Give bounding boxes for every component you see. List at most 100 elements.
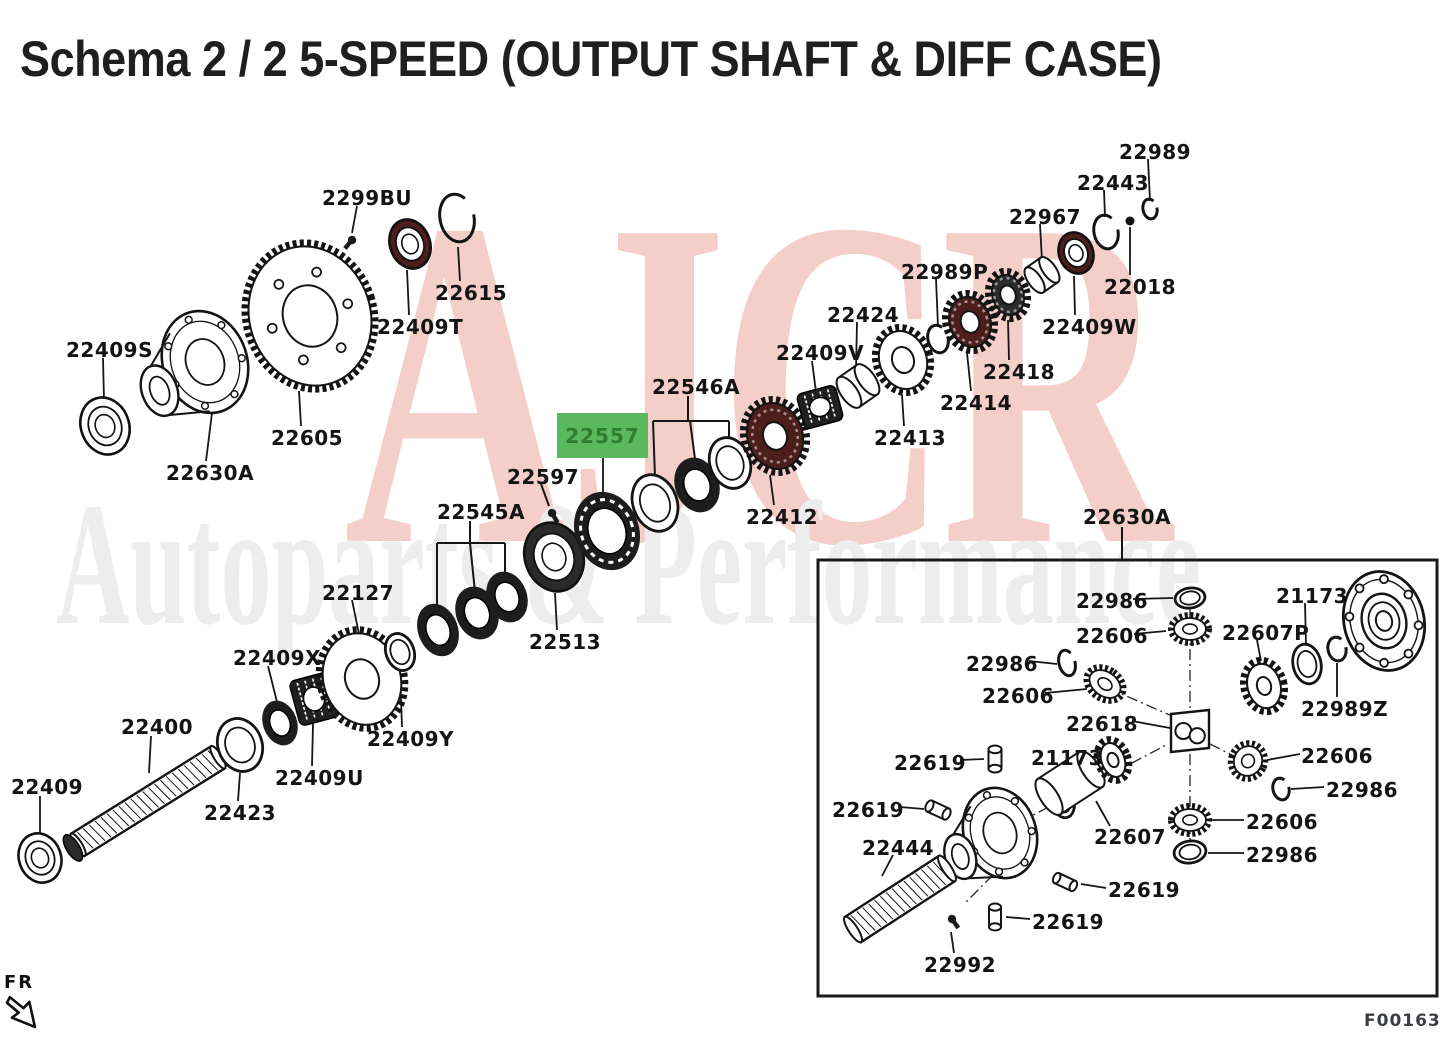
pin-part — [1051, 871, 1079, 893]
bearing-part — [522, 521, 586, 593]
ring-part — [573, 491, 641, 571]
leader-line — [298, 390, 302, 427]
axis-dash-line — [1107, 687, 1173, 717]
cone-part — [943, 786, 1039, 881]
leader-line — [935, 278, 939, 328]
cube-part — [1169, 708, 1211, 754]
pin-part — [988, 902, 1002, 932]
ring-part — [630, 473, 680, 533]
ring-part — [383, 632, 417, 672]
front-direction-indicator: FR — [4, 972, 50, 1037]
ring-part — [1173, 586, 1207, 610]
leader-line — [1039, 223, 1043, 262]
flange-part — [1341, 570, 1427, 672]
cyl-part — [1034, 750, 1106, 816]
leader-line — [1103, 189, 1106, 218]
gear-part — [315, 626, 409, 732]
leader-line — [1266, 753, 1301, 761]
front-direction-arrow-icon — [5, 995, 37, 1029]
leader-line — [267, 665, 278, 703]
leader-line — [959, 758, 985, 761]
ring-part — [215, 717, 265, 773]
leader-line — [966, 352, 972, 392]
leader-line — [1304, 602, 1307, 647]
needle-part — [796, 385, 844, 429]
leader-line — [1007, 319, 1010, 361]
cone-part — [139, 309, 250, 418]
ring-part — [1172, 839, 1208, 865]
figure-code: F00163 — [1364, 1011, 1441, 1031]
ring-part — [1291, 642, 1323, 686]
leader-line — [406, 269, 410, 316]
leader-line — [1073, 275, 1076, 316]
leader-line — [554, 592, 558, 631]
leader-line — [1290, 786, 1325, 790]
leader-line — [881, 854, 894, 877]
leader-line — [148, 735, 152, 774]
leader-line — [1095, 800, 1111, 827]
bolt-part — [947, 914, 961, 930]
bracket-line — [652, 420, 656, 478]
fr-label: FR — [4, 972, 35, 993]
shaft-part — [62, 744, 227, 862]
bearing-part — [79, 396, 131, 456]
ring-part — [486, 571, 528, 623]
bolt-part — [547, 508, 560, 524]
snap-part — [1057, 648, 1077, 678]
leader-line — [1044, 688, 1088, 694]
leader-line — [769, 474, 775, 506]
axis-dash-line — [1019, 743, 1169, 823]
bevel-part — [1227, 740, 1269, 782]
ring-part — [262, 700, 298, 746]
leader-line — [1147, 158, 1151, 202]
leader-line — [1080, 883, 1107, 889]
bolt-part — [343, 235, 357, 250]
ring-part — [674, 457, 720, 513]
leader-line — [311, 723, 314, 767]
bearing-part — [17, 832, 63, 884]
leader-line — [950, 931, 955, 954]
inset-diff-box — [816, 558, 1439, 998]
gear-part — [871, 324, 935, 396]
bearing-part — [388, 218, 432, 270]
ring-part — [417, 603, 459, 657]
leader-line — [855, 321, 858, 370]
leader-line — [899, 806, 925, 810]
cyl-part — [835, 363, 881, 409]
pin-part — [924, 799, 952, 821]
snap-part — [1092, 213, 1120, 251]
snap-part — [1326, 635, 1348, 663]
leader-line — [351, 599, 360, 635]
leader-line — [102, 357, 105, 401]
leader-line — [205, 412, 213, 462]
leader-line — [1133, 630, 1167, 635]
pin-part — [987, 744, 1003, 774]
bevel-part — [1168, 803, 1212, 837]
leader-line — [1131, 720, 1171, 729]
leader-line — [1132, 597, 1174, 600]
snap-part — [1141, 197, 1159, 221]
snap-part — [1271, 776, 1291, 802]
leader-line — [457, 246, 461, 282]
bevel-part — [1083, 664, 1127, 704]
page-title: Schema 2 / 2 5-SPEED (OUTPUT SHAFT & DIF… — [20, 31, 1162, 87]
bearing-part — [1057, 231, 1095, 275]
leader-line — [237, 772, 241, 802]
leader-line — [1028, 660, 1058, 665]
snap-part — [438, 192, 476, 244]
cyl-part — [1023, 255, 1061, 295]
gear-part — [241, 239, 379, 393]
leader-line — [1005, 916, 1031, 920]
leader-line — [351, 205, 358, 234]
leader-line — [901, 394, 905, 427]
gear-part — [941, 289, 999, 355]
gear-part — [1240, 656, 1288, 716]
bracket-line — [469, 542, 476, 593]
ball-part — [1125, 216, 1135, 226]
bracket-line — [689, 420, 696, 460]
shaft-part — [843, 854, 957, 944]
snap-part — [926, 323, 950, 355]
leader-line — [811, 360, 817, 393]
